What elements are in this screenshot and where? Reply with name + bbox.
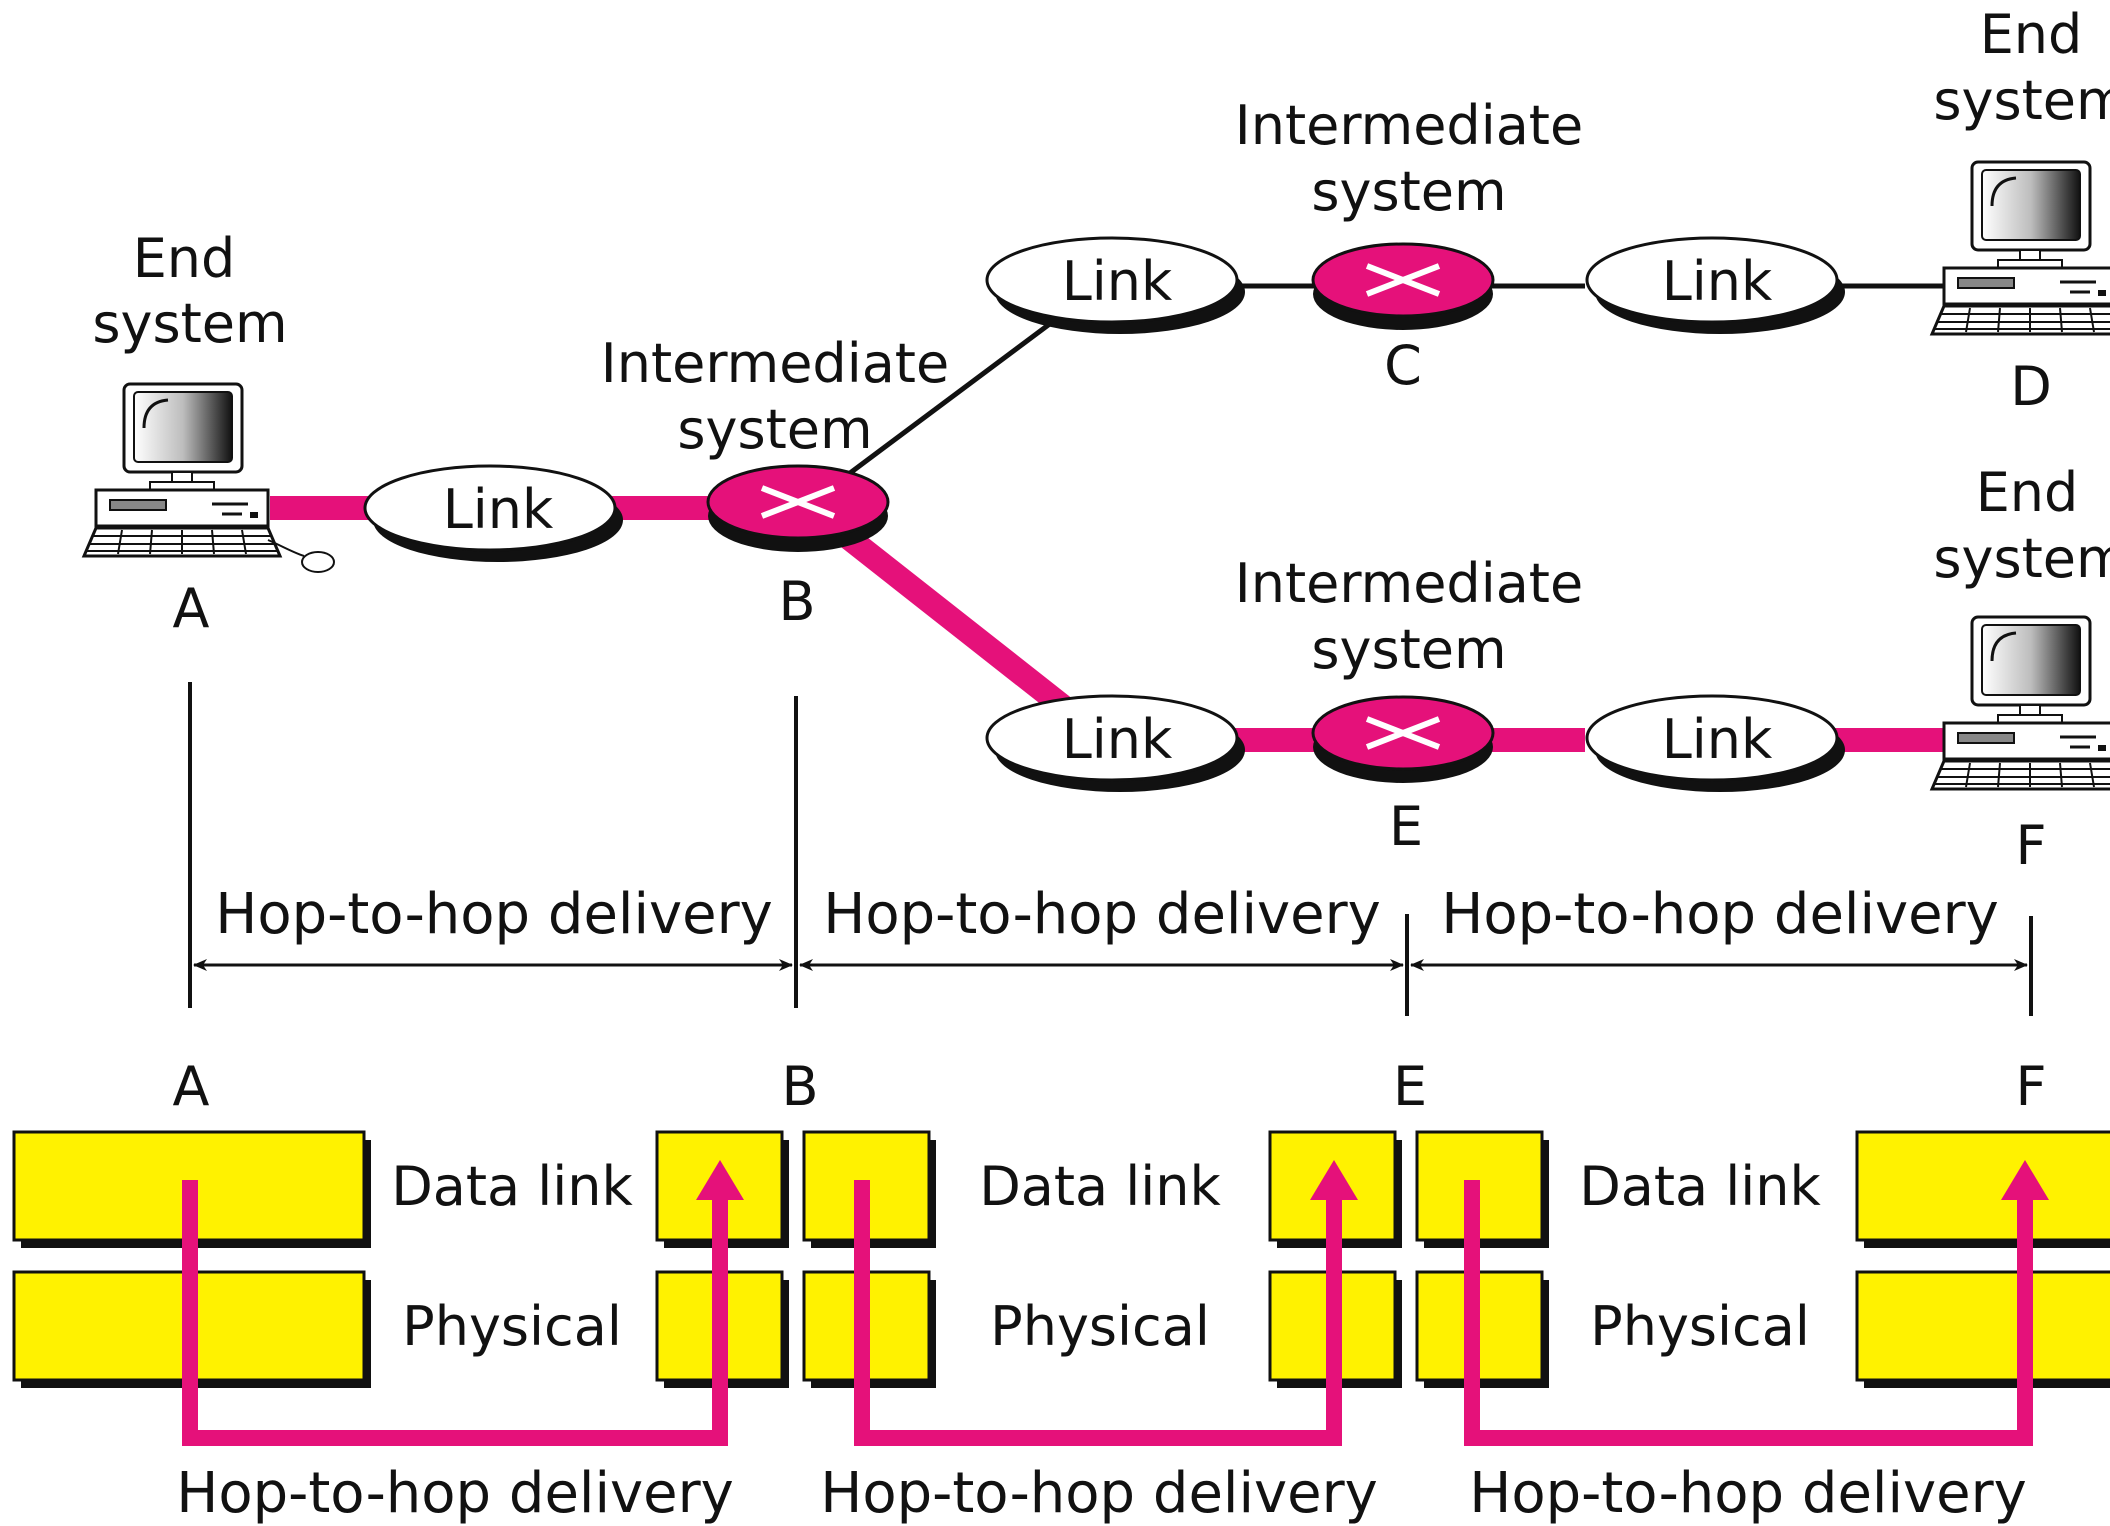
router-e (1313, 697, 1493, 783)
delivery-arrowhead-b (696, 1160, 744, 1200)
router-c (1313, 244, 1493, 330)
layer-label-data-link-3: Data link (1579, 1155, 1821, 1218)
node-a-subtitle: system (92, 292, 287, 355)
connection-b-link (837, 525, 1078, 722)
connection-b-link-upper (836, 317, 1057, 485)
link-2: Link (985, 236, 1245, 334)
hop-label-bottom-1: Hop-to-hop delivery (176, 1461, 734, 1526)
router-icon (1313, 697, 1493, 783)
hop-span-markers: Hop-to-hop delivery Hop-to-hop delivery … (188, 682, 2033, 1016)
layer-label-physical-2: Physical (990, 1295, 1210, 1358)
hop-label-bottom-2: Hop-to-hop delivery (820, 1461, 1378, 1526)
node-a-labels: End system A (92, 227, 287, 640)
node-f-title: End (1976, 461, 2079, 524)
delivery-paths (182, 1160, 2049, 1446)
router-icon (708, 466, 888, 552)
mouse-icon (301, 551, 335, 573)
link-4: Link (985, 694, 1245, 792)
node-e-title: Intermediate (1235, 552, 1583, 615)
connections (270, 283, 1960, 752)
link-label: Link (443, 478, 554, 541)
node-d-letter: D (2010, 355, 2052, 418)
hop-label-bottom-3: Hop-to-hop delivery (1469, 1461, 2027, 1526)
node-f-subtitle: system (1933, 527, 2110, 590)
layer-label-data-link-1: Data link (391, 1155, 633, 1218)
stack-letter-a: A (173, 1055, 210, 1118)
layer-labels: Data link Physical Data link Physical Da… (391, 1155, 1821, 1358)
link-3: Link (1585, 236, 1845, 334)
node-e-subtitle: system (1311, 618, 1506, 681)
link-label: Link (1662, 250, 1773, 313)
hop-labels-bottom: Hop-to-hop delivery Hop-to-hop delivery … (176, 1461, 2027, 1526)
node-b-title: Intermediate (601, 332, 949, 395)
delivery-path-b-e (854, 1180, 1342, 1446)
node-f-letter: F (2015, 814, 2046, 877)
computer-icon (1930, 160, 2110, 336)
node-c-title: Intermediate (1235, 94, 1583, 157)
link-label: Link (1062, 708, 1173, 771)
node-d-title: End (1980, 3, 2083, 66)
hop-label-top-2: Hop-to-hop delivery (823, 882, 1381, 947)
link-label: Link (1062, 250, 1173, 313)
node-b-subtitle: system (677, 398, 872, 461)
end-system-f (1930, 615, 2110, 791)
hop-label-top-1: Hop-to-hop delivery (215, 882, 773, 947)
node-e-letter: E (1389, 795, 1423, 858)
stack-letter-e: E (1393, 1055, 1427, 1118)
layer-label-physical-1: Physical (402, 1295, 622, 1358)
layer-label-physical-3: Physical (1590, 1295, 1810, 1358)
stack-letter-b: B (781, 1055, 818, 1118)
node-a-letter: A (173, 577, 210, 640)
delivery-path-a-b (182, 1180, 728, 1446)
stack-letter-f: F (2015, 1055, 2046, 1118)
node-b-labels: Intermediate system B (601, 332, 949, 633)
delivery-arrowhead-e (1310, 1160, 1358, 1200)
stack-f-data-link (1855, 1130, 2110, 1242)
computer-icon (1930, 615, 2110, 791)
node-d-subtitle: system (1933, 69, 2110, 132)
node-c-subtitle: system (1311, 160, 1506, 223)
node-c-letter: C (1384, 334, 1422, 397)
node-f-labels: End system F (1933, 461, 2110, 877)
node-d-labels: End system D (1933, 3, 2110, 418)
node-a-title: End (133, 227, 236, 290)
router-b (708, 466, 888, 552)
mouse-cable (267, 539, 305, 557)
router-icon (1313, 244, 1493, 330)
end-system-d (1930, 160, 2110, 336)
delivery-path-e-f (1464, 1180, 2033, 1446)
stack-f-physical (1855, 1270, 2110, 1382)
node-c-labels: Intermediate system C (1235, 94, 1583, 397)
layer-label-data-link-2: Data link (979, 1155, 1221, 1218)
computer-icon (82, 382, 282, 558)
stack-letters: A B E F (173, 1055, 2047, 1118)
link-1: Link (363, 464, 623, 562)
node-b-letter: B (778, 570, 815, 633)
end-system-a (82, 382, 335, 573)
delivery-arrowhead-f (2001, 1160, 2049, 1200)
node-e-labels: Intermediate system E (1235, 552, 1583, 858)
link-5: Link (1585, 694, 1845, 792)
link-label: Link (1662, 708, 1773, 771)
hop-label-top-3: Hop-to-hop delivery (1441, 882, 1999, 947)
